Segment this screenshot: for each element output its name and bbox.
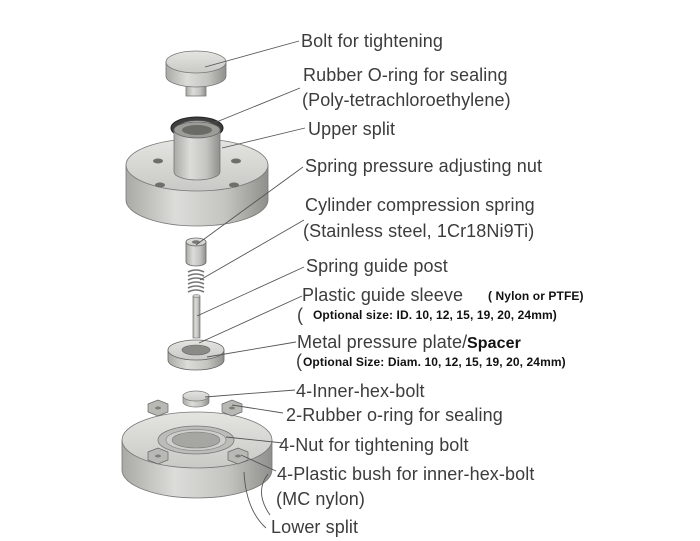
- label-guide-sleeve: Plastic guide sleeve: [302, 285, 464, 305]
- label-guide-sleeve-material: ( Nylon or PTFE): [488, 289, 584, 303]
- bush-part: [182, 390, 210, 408]
- label-oring-line1: Rubber O-ring for sealing: [303, 65, 508, 85]
- label-plate-paren: (: [296, 351, 303, 371]
- label-sleeve-paren: (: [297, 305, 304, 325]
- label-guide-post: Spring guide post: [306, 256, 448, 276]
- label-spring-line2: (Stainless steel, 1Cr18Ni9Ti): [303, 221, 535, 241]
- label-inner-hex-bolt: 4-Inner-hex-bolt: [296, 381, 425, 401]
- label-spring-line1: Cylinder compression spring: [305, 195, 535, 215]
- guide-post-part: [192, 294, 201, 339]
- upper-split-part: [125, 121, 269, 227]
- pressure-plate-part: [167, 339, 225, 371]
- label-bolt: Bolt for tightening: [301, 31, 443, 51]
- label-adjusting-nut: Spring pressure adjusting nut: [305, 156, 543, 176]
- label-bush-line1: 4-Plastic bush for inner-hex-bolt: [277, 464, 535, 484]
- label-plate-optional: Optional Size: Diam. 10, 12, 15, 19, 20,…: [303, 355, 566, 369]
- label-nut-tightening: 4-Nut for tightening bolt: [279, 435, 469, 455]
- label-bush-line2: (MC nylon): [276, 489, 366, 509]
- label-sleeve-optional: Optional size: ID. 10, 12, 15, 19, 20, 2…: [313, 308, 557, 322]
- label-lower-split: Lower split: [271, 517, 359, 537]
- adjusting-nut-part: [185, 237, 207, 267]
- label-oring-line2: (Poly-tetrachloroethylene): [302, 90, 511, 110]
- spring-part: [187, 269, 205, 293]
- label-pressure-plate: Metal pressure plate/: [297, 332, 468, 352]
- label-rubber-oring-2: 2-Rubber o-ring for sealing: [286, 405, 503, 425]
- label-upper-split: Upper split: [308, 119, 396, 139]
- bolt-part: [165, 50, 227, 97]
- leader-lines: [195, 40, 306, 529]
- lower-split-part: [121, 399, 273, 499]
- label-spacer: Spacer: [467, 335, 521, 352]
